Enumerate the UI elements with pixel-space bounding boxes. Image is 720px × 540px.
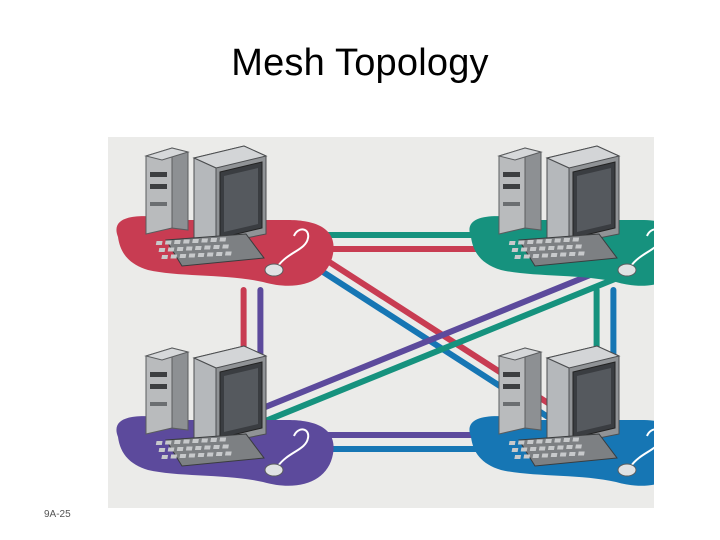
keyboard-icon bbox=[508, 233, 618, 267]
slide-title: Mesh Topology bbox=[231, 42, 489, 84]
mouse-icon bbox=[617, 228, 654, 277]
cable-top-right-to-bottom-left-2 bbox=[223, 259, 654, 440]
mouse-icon bbox=[264, 428, 310, 477]
tower-icon bbox=[497, 347, 543, 435]
keyboard-icon bbox=[155, 233, 265, 267]
workstation-bottom-right bbox=[469, 345, 654, 486]
keyboard-icon bbox=[155, 433, 265, 467]
monitor-icon bbox=[192, 145, 268, 245]
workstation-top-left bbox=[116, 145, 334, 286]
keyboard-icon bbox=[508, 433, 618, 467]
tower-icon bbox=[497, 147, 543, 235]
tower-icon bbox=[144, 147, 190, 235]
tower-icon bbox=[144, 347, 190, 435]
slide-number: 9A-25 bbox=[44, 509, 71, 520]
workstation-bottom-left bbox=[116, 345, 334, 486]
monitor-icon bbox=[545, 145, 621, 245]
monitor-icon bbox=[545, 345, 621, 445]
mesh-topology-diagram bbox=[108, 137, 654, 508]
mouse-icon bbox=[264, 228, 310, 277]
monitor-icon bbox=[192, 345, 268, 445]
nodes-layer bbox=[116, 145, 654, 486]
mesh-diagram-svg bbox=[108, 137, 654, 508]
workstation-top-right bbox=[469, 145, 654, 286]
mouse-icon bbox=[617, 428, 654, 477]
